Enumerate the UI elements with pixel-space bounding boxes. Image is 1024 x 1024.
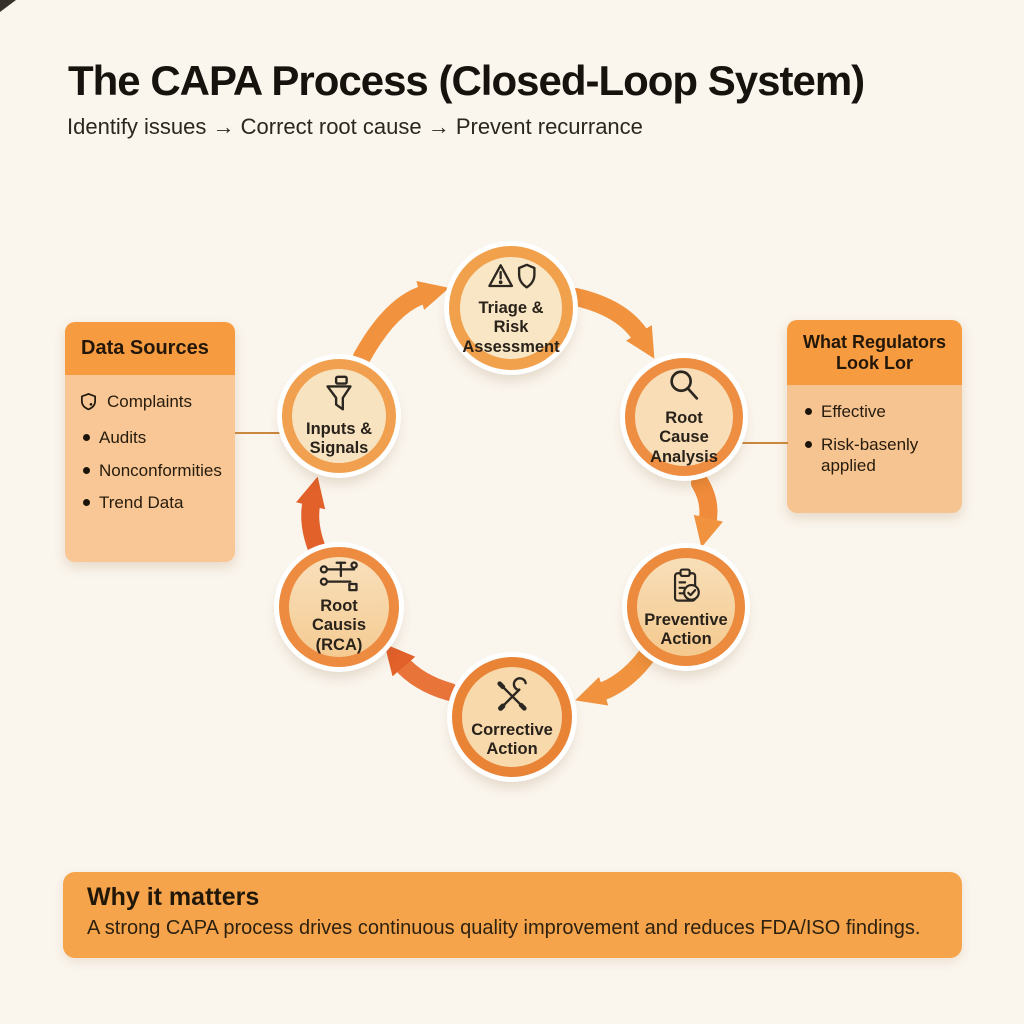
node-label: Inputs & Signals: [306, 419, 372, 457]
arrow-corrective-to-rca: [384, 643, 459, 701]
data-sources-list: Complaints Audits Nonconformities Trend …: [65, 375, 235, 562]
panel-connector-line: [235, 432, 283, 434]
banner-text: A strong CAPA process drives continuous …: [87, 917, 921, 939]
regulators-panel: What Regulators Look Lor Effective Risk-…: [787, 320, 962, 514]
bullet-dot: [805, 408, 812, 416]
list-item-label: Risk-basenly applied: [821, 434, 919, 475]
list-item-label: Audits: [99, 428, 147, 448]
page-subtitle: Identify issues → Correct root cause → P…: [67, 114, 643, 139]
node-label: Preventive Action: [644, 610, 728, 648]
node-label: Root Cause Analysis: [650, 408, 718, 466]
warning-shield-icon: [482, 259, 540, 295]
list-item: Effective: [801, 401, 950, 422]
arrow-inputs-to-triage: [353, 281, 450, 366]
node-triage-risk-assessment: Triage & Risk Assessment: [449, 246, 573, 370]
node-label: Corrective Action: [471, 720, 553, 758]
clipboard-check-icon: [665, 565, 707, 607]
photo-corner-artifact: [0, 0, 16, 12]
list-item: Risk-basenly applied: [801, 434, 950, 477]
bullet-dot: [805, 440, 812, 448]
shield-badge-icon: [79, 392, 98, 416]
list-item-label: Trend Data: [99, 492, 184, 512]
node-root-causis-rca: Root Causis (RCA): [279, 547, 399, 667]
list-item: Audits: [79, 427, 223, 448]
list-item: Complaints: [79, 391, 223, 416]
arrow-rootcause-to-preventive: [691, 474, 723, 548]
node-preventive-action: Preventive Action: [627, 548, 745, 666]
bullet-dot: [83, 466, 90, 474]
list-item-label: Effective: [821, 402, 886, 422]
magnifier-icon: [665, 367, 703, 405]
node-corrective-action: Corrective Action: [452, 657, 572, 777]
bullet-dot: [83, 434, 90, 442]
data-sources-panel: Data Sources Complaints Audits Nonconfor…: [65, 322, 235, 562]
funnel-icon: [319, 374, 359, 416]
list-item-label: Complaints: [107, 392, 193, 411]
bullet-dot: [83, 498, 90, 506]
list-item: Nonconformities: [79, 460, 223, 481]
page-title: The CAPA Process (Closed-Loop System): [68, 57, 865, 104]
regulators-list: Effective Risk-basenly applied: [787, 385, 962, 514]
node-root-cause-analysis: Root Cause Analysis: [625, 358, 743, 476]
node-inputs-signals: Inputs & Signals: [282, 359, 396, 473]
node-label: Root Causis (RCA): [311, 596, 367, 654]
list-item-label: Nonconformities: [99, 460, 222, 480]
arrow-preventive-to-corrective: [575, 645, 657, 706]
regulators-title: What Regulators Look Lor: [787, 320, 962, 386]
crossed-tools-icon: [491, 675, 533, 717]
node-label: Triage & Risk Assessment: [462, 298, 560, 356]
fishbone-diagram-icon: [316, 559, 362, 593]
data-sources-title: Data Sources: [65, 322, 235, 375]
arrow-rca-to-inputs: [296, 476, 329, 565]
banner-title: Why it matters: [87, 883, 260, 911]
list-item: Trend Data: [79, 492, 223, 513]
panel-connector-line: [742, 442, 788, 444]
arrow-triage-to-rootcause: [567, 288, 655, 359]
why-it-matters-banner: Why it matters A strong CAPA process dri…: [63, 872, 962, 958]
